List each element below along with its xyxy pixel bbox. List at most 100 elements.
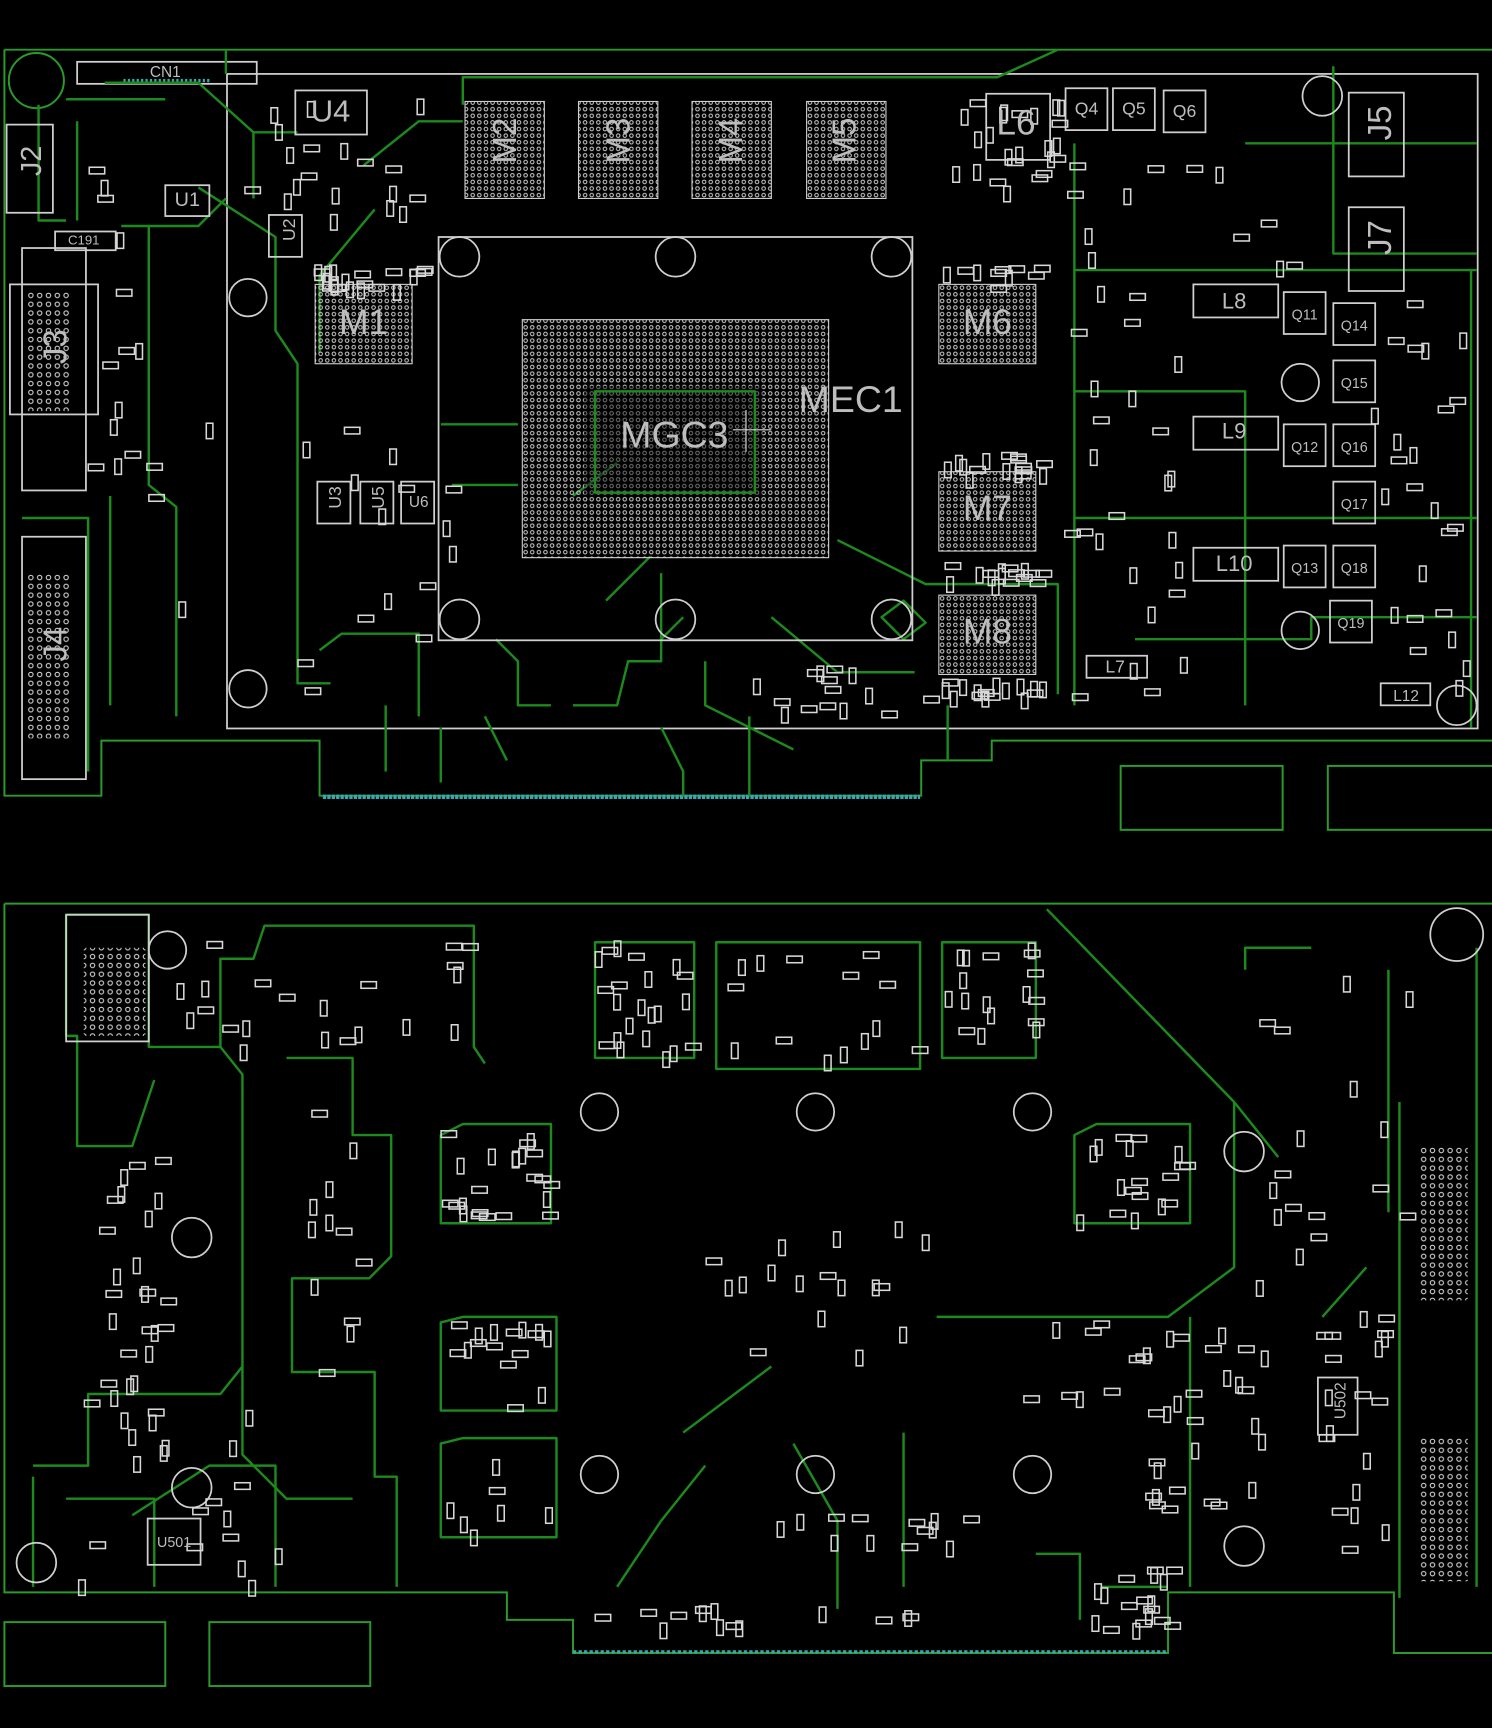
passive-component [1455, 679, 1464, 697]
passive-component [670, 1611, 688, 1620]
passive-component [1173, 1395, 1182, 1413]
passive-component [385, 268, 403, 277]
passive-component [1185, 1389, 1203, 1398]
passive-component [325, 1181, 334, 1199]
passive-component [1153, 1616, 1171, 1625]
component-label: CN1 [150, 64, 181, 81]
passive-component [866, 1534, 875, 1552]
passive-component [982, 952, 1000, 961]
passive-component [1011, 110, 1029, 119]
passive-component [1148, 1501, 1166, 1510]
passive-component [1446, 523, 1464, 532]
passive-component [839, 1046, 848, 1064]
passive-component [1440, 528, 1458, 537]
passive-component [1123, 188, 1132, 206]
passive-component [851, 1514, 869, 1523]
passive-component [823, 1054, 832, 1072]
passive-component [1015, 466, 1033, 475]
passive-component [681, 993, 691, 1011]
passive-component [994, 265, 1012, 275]
passive-component [349, 1142, 358, 1160]
passive-component [519, 1139, 537, 1148]
passive-component [871, 1279, 880, 1297]
passive-component [159, 1444, 168, 1462]
component-label: U502 [1332, 1382, 1349, 1419]
m6-memory-chip [938, 283, 1037, 365]
passive-component [1118, 1574, 1136, 1583]
passive-component [921, 1234, 930, 1252]
passive-component [1116, 1179, 1126, 1197]
passive-component [1033, 264, 1051, 273]
passive-component [1324, 1389, 1333, 1407]
component-label: U2 [279, 218, 299, 241]
passive-component [653, 1005, 662, 1023]
passive-component [820, 676, 838, 685]
c191-capacitor [54, 230, 117, 252]
passive-component [146, 462, 164, 471]
passive-component [1148, 1458, 1166, 1467]
passive-component [613, 940, 622, 958]
passive-component [816, 665, 825, 683]
passive-component [385, 165, 403, 174]
passive-component [1020, 562, 1029, 580]
passive-component [1015, 146, 1024, 164]
passive-component [1255, 1279, 1264, 1297]
passive-component [132, 1257, 141, 1275]
component-label: MGC3 [620, 413, 728, 455]
passive-component [1173, 1162, 1191, 1171]
passive-component [928, 1521, 937, 1539]
passive-component [1031, 174, 1049, 183]
passive-component [862, 950, 880, 960]
passive-component [904, 1609, 913, 1627]
passive-component [346, 1325, 355, 1343]
passive-component [150, 1324, 159, 1342]
passive-component [972, 163, 982, 181]
passive-component [307, 1221, 317, 1239]
passive-component [416, 98, 425, 116]
passive-component [77, 1579, 87, 1597]
passive-component [725, 1622, 743, 1631]
passive-component [819, 1271, 837, 1281]
passive-component [309, 1198, 318, 1216]
component-label: U5 [368, 486, 388, 509]
passive-component [1022, 985, 1031, 1003]
passive-component [1462, 660, 1471, 678]
passive-component [684, 1042, 702, 1051]
passive-component [1150, 1566, 1159, 1584]
passive-component [399, 206, 408, 224]
component-label: M7 [963, 489, 1012, 528]
passive-component [945, 576, 955, 594]
passive-component [669, 1045, 678, 1063]
m5-memory-chip [806, 100, 887, 199]
passive-component [130, 1375, 139, 1393]
passive-component [969, 99, 987, 108]
passive-component [135, 342, 144, 360]
passive-component [1269, 1182, 1278, 1200]
passive-component [625, 1017, 634, 1035]
passive-component [248, 1579, 257, 1597]
passive-component [87, 463, 105, 472]
passive-component [1406, 483, 1424, 492]
passive-component [1056, 99, 1066, 117]
passive-component [960, 108, 969, 126]
passive-component [1152, 427, 1170, 436]
passive-component [141, 1326, 159, 1335]
passive-component [297, 659, 315, 668]
passive-component [1092, 416, 1110, 425]
component-label: L7 [1105, 656, 1125, 676]
passive-component [144, 1210, 153, 1228]
passive-component [796, 1513, 805, 1531]
m7-memory-chip [938, 471, 1037, 552]
passive-component [440, 1130, 458, 1139]
passive-component [1399, 1212, 1417, 1221]
passive-component [1076, 1214, 1085, 1232]
passive-component [357, 614, 375, 623]
passive-component [402, 1018, 411, 1036]
io-connector-pins [1418, 1146, 1468, 1301]
component-label: J7 [1362, 220, 1399, 255]
passive-component [1076, 528, 1094, 537]
passive-component [1029, 579, 1047, 588]
passive-component [310, 1278, 319, 1296]
passive-component [518, 1147, 527, 1165]
passive-component [154, 1192, 163, 1210]
